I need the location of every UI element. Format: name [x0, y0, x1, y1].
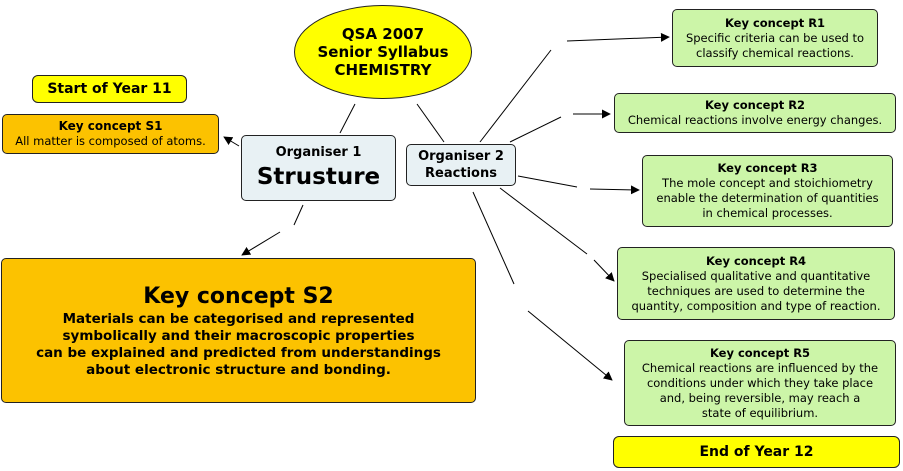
title-to-organiser1-line [339, 103, 356, 134]
r1-line: classify chemical reactions. [696, 45, 854, 60]
organiser2-to-r4-line-a [499, 187, 588, 255]
start-label: Start of Year 11 [47, 81, 172, 97]
organiser1-to-s2-line-b [241, 231, 281, 256]
organiser2-name: Reactions [425, 166, 497, 181]
r5-heading: Key concept R5 [709, 345, 811, 360]
organiser1-to-s2-line-a [293, 204, 304, 226]
organiser2-to-r2-line-a [509, 116, 562, 143]
syllabus-title: QSA 2007 Senior Syllabus CHEMISTRY [294, 5, 472, 99]
key-concept-r3-box: Key concept R3 The mole concept and stoi… [642, 155, 893, 227]
r4-heading: Key concept R4 [705, 253, 807, 268]
key-concept-r5-box: Key concept R5 Chemical reactions are in… [624, 340, 896, 426]
end-of-year-12-box: End of Year 12 [613, 436, 900, 468]
organiser2-to-r4-line-b [593, 259, 615, 282]
s1-body: All matter is composed of atoms. [15, 134, 206, 148]
r3-line: in chemical processes. [702, 206, 833, 220]
organiser1-name: Strusture [256, 164, 381, 190]
end-label: End of Year 12 [699, 444, 814, 460]
r2-line: Chemical reactions involve energy change… [627, 113, 883, 127]
r5-line: and, being reversible, may reach a [659, 390, 861, 405]
r2-heading: Key concept R2 [704, 98, 806, 112]
s2-line: about electronic structure and bonding. [86, 361, 391, 378]
r1-heading: Key concept R1 [724, 15, 826, 30]
organiser2-to-r3-line-a [517, 175, 578, 188]
organiser2-to-r1-line-b [566, 32, 670, 42]
organiser1-heading: Organiser 1 [275, 145, 362, 160]
key-concept-s1-box: Key concept S1 All matter is composed of… [2, 114, 219, 154]
organiser2-to-r1-line-a [479, 49, 552, 143]
title-line-3: CHEMISTRY [334, 61, 432, 79]
r3-heading: Key concept R3 [717, 161, 818, 175]
organiser-1-box: Organiser 1 Strusture [241, 135, 396, 201]
start-of-year-11-box: Start of Year 11 [32, 75, 187, 103]
r1-line: Specific criteria can be used to [685, 30, 865, 45]
organiser2-to-r3-line-b [589, 185, 640, 195]
r3-line: The mole concept and stoichiometry [662, 176, 873, 190]
r4-line: quantity, composition and type of reacti… [631, 298, 881, 313]
organiser2-to-r5-line-a [472, 191, 515, 285]
r4-line: Specialised qualitative and quantitative [641, 268, 871, 283]
key-concept-r4-box: Key concept R4 Specialised qualitative a… [617, 247, 895, 320]
s2-line: Materials can be categorised and represe… [62, 310, 415, 327]
title-line-1: QSA 2007 [341, 25, 425, 43]
r5-line: conditions under which they take place [646, 375, 874, 390]
r4-line: techniques are used to determine the [647, 283, 865, 298]
organiser1-to-s1-line [223, 136, 240, 147]
organiser-2-box: Organiser 2 Reactions [406, 144, 516, 186]
title-line-2: Senior Syllabus [317, 43, 449, 61]
key-concept-r2-box: Key concept R2 Chemical reactions involv… [614, 93, 896, 133]
s2-line: can be explained and predicted from unde… [36, 344, 441, 361]
r5-line: Chemical reactions are influenced by the [641, 360, 879, 375]
r3-line: enable the determination of quantities [656, 191, 879, 205]
organiser2-heading: Organiser 2 [418, 149, 504, 164]
s1-heading: Key concept S1 [58, 119, 163, 133]
s2-line: symbolically and their macroscopic prope… [62, 327, 415, 344]
title-to-organiser2-line [416, 103, 445, 143]
s2-heading: Key concept S2 [143, 283, 334, 309]
organiser2-to-r5-line-b [527, 310, 613, 381]
key-concept-r1-box: Key concept R1 Specific criteria can be … [672, 9, 878, 67]
r5-line: state of equilibrium. [701, 405, 819, 420]
key-concept-s2-box: Key concept S2 Materials can be categori… [1, 258, 476, 403]
